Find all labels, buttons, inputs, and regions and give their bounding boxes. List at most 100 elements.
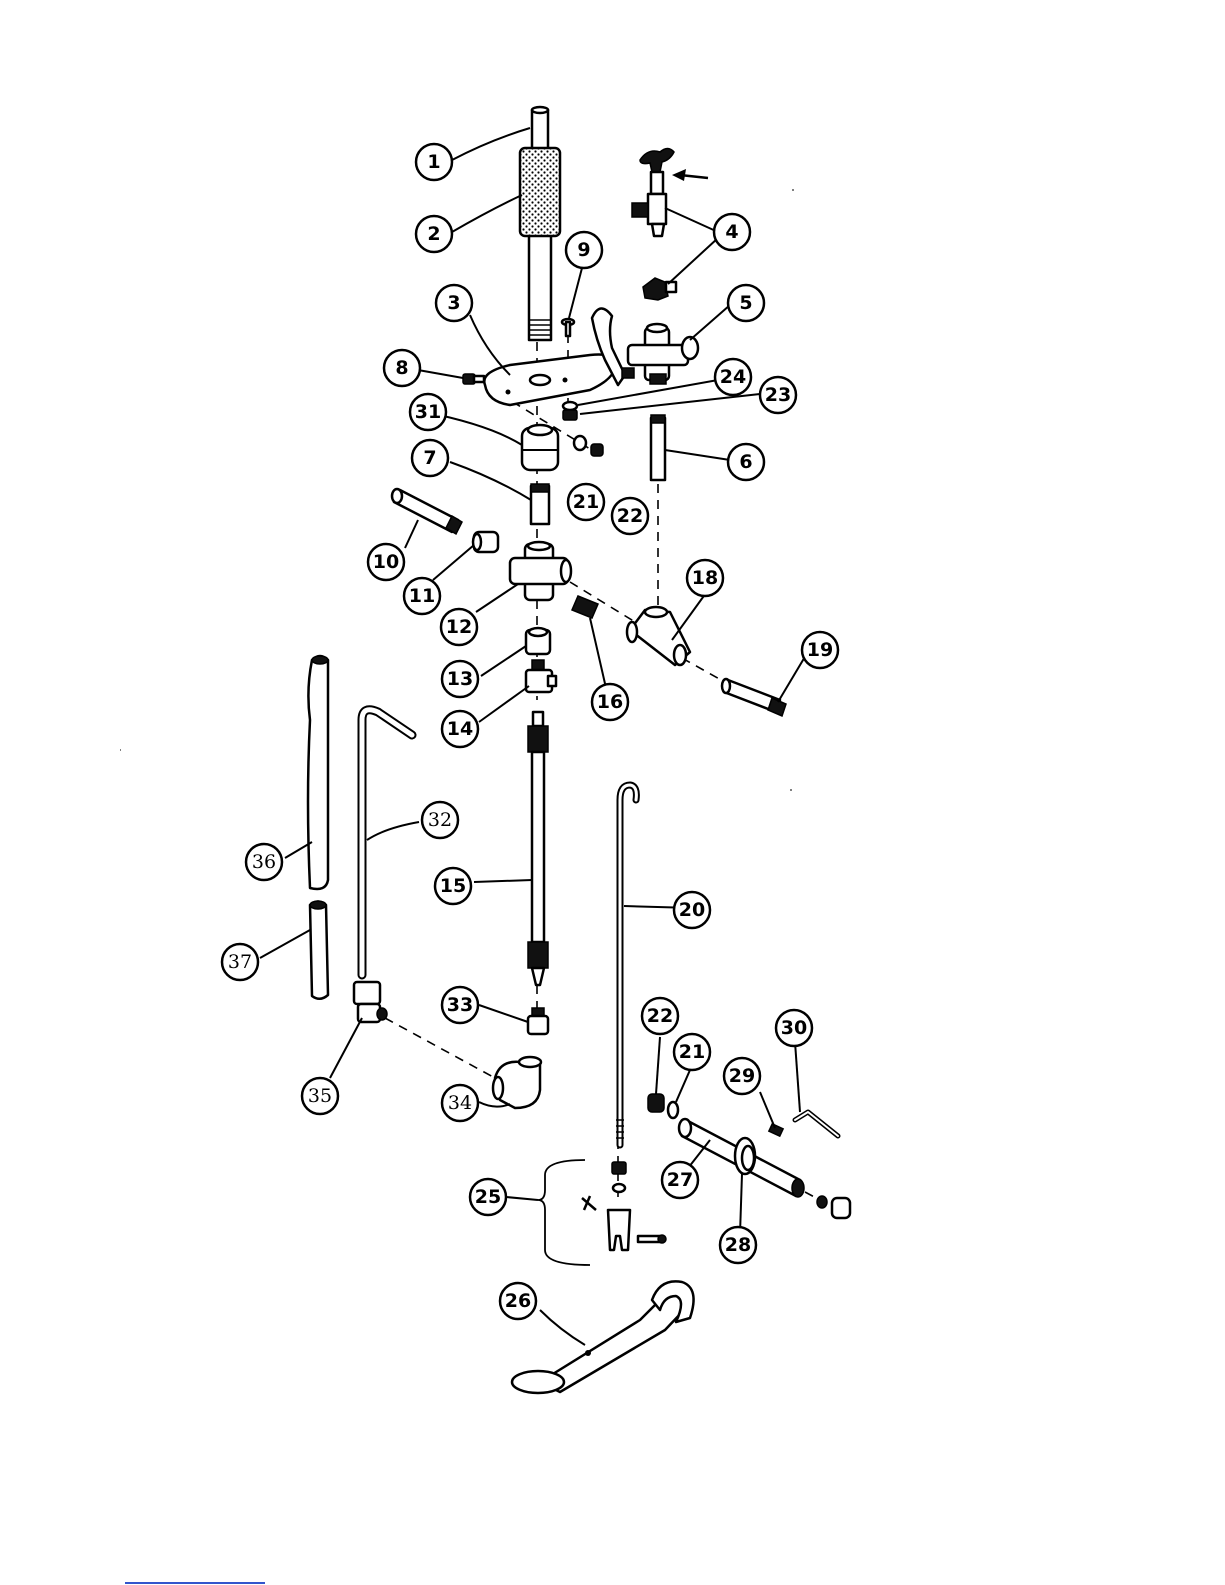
svg-text:33: 33 — [447, 994, 473, 1016]
svg-text:37: 37 — [228, 951, 252, 973]
callout-3: 3 — [436, 285, 472, 321]
callout-14: 14 — [442, 711, 478, 747]
callout-33: 33 — [442, 987, 478, 1023]
svg-text:28: 28 — [725, 1234, 751, 1256]
svg-text:32: 32 — [428, 809, 452, 831]
callout-25-leader — [506, 1197, 538, 1200]
callout-32: 32 — [422, 802, 458, 838]
svg-text:31: 31 — [415, 401, 441, 423]
tee-fitting-part-18 — [627, 607, 690, 665]
svg-text:21: 21 — [573, 491, 599, 513]
svg-text:3: 3 — [447, 292, 460, 314]
screw-part-9 — [562, 319, 574, 336]
svg-text:2: 2 — [427, 223, 440, 245]
washer-lower-right — [817, 1196, 827, 1208]
svg-text:1: 1 — [427, 151, 440, 173]
union-coupling-part-31 — [522, 425, 558, 470]
svg-text:14: 14 — [447, 718, 473, 740]
svg-text:24: 24 — [720, 366, 746, 388]
cross-fitting-part-12 — [510, 542, 571, 600]
callout-35: 35 — [302, 1078, 338, 1114]
callout-9: 9 — [566, 232, 602, 268]
svg-text:16: 16 — [597, 691, 623, 713]
svg-text:30: 30 — [781, 1017, 807, 1039]
svg-text:23: 23 — [765, 384, 791, 406]
bent-rod-part-32 — [362, 710, 412, 975]
svg-text:34: 34 — [448, 1092, 472, 1114]
callout-30: 30 — [776, 1010, 812, 1046]
callout-24: 24 — [715, 359, 751, 395]
assembly-axis-lines — [385, 318, 835, 1208]
svg-text:19: 19 — [807, 639, 833, 661]
callout-34: 34 — [442, 1085, 478, 1121]
svg-text:22: 22 — [647, 1005, 673, 1027]
svg-text:13: 13 — [447, 668, 473, 690]
washer-part-21-lower — [668, 1102, 678, 1118]
callout-29: 29 — [724, 1058, 760, 1094]
callout-19: 19 — [802, 632, 838, 668]
base-plate-part-3 — [484, 355, 615, 405]
bushing-part-13 — [526, 628, 550, 654]
callout-21-lower: 21 — [674, 1034, 710, 1070]
svg-text:9: 9 — [577, 239, 590, 261]
pipe-part-19 — [722, 679, 786, 716]
callout-25: 25 — [470, 1179, 506, 1215]
nut-part-23 — [563, 410, 577, 420]
set-screw-part-29 — [769, 1124, 783, 1136]
hex-key-part-30 — [795, 1112, 838, 1136]
callout-28: 28 — [720, 1227, 756, 1263]
pipe-nipple-part-16 — [572, 596, 598, 618]
nut-part-22-lower — [648, 1094, 664, 1112]
svg-text:7: 7 — [423, 447, 436, 469]
arrow-icon — [672, 169, 708, 181]
callout-27: 27 — [662, 1162, 698, 1198]
callout-23: 23 — [760, 377, 796, 413]
svg-text:12: 12 — [446, 616, 472, 638]
svg-text:15: 15 — [440, 875, 466, 897]
svg-text:20: 20 — [679, 899, 705, 921]
svg-text:26: 26 — [505, 1290, 531, 1312]
hose-part-37 — [310, 901, 328, 999]
sight-glass-tube-part-15 — [528, 712, 548, 985]
callout-22-lower: 22 — [642, 998, 678, 1034]
nut-lower-right — [832, 1198, 850, 1218]
foot-pedal-part-26 — [512, 1281, 694, 1393]
pipe-nipple-part-7 — [531, 484, 549, 524]
washer-part-21 — [574, 436, 586, 450]
svg-text:29: 29 — [729, 1065, 755, 1087]
callout-31: 31 — [410, 394, 446, 430]
svg-text:11: 11 — [409, 585, 435, 607]
callout-13: 13 — [442, 661, 478, 697]
long-rod-part-20 — [616, 785, 636, 1145]
callout-37: 37 — [222, 944, 258, 980]
nut-part-22 — [591, 444, 603, 456]
svg-text:5: 5 — [739, 292, 752, 314]
svg-text:4: 4 — [725, 221, 738, 243]
callout-7: 7 — [412, 440, 448, 476]
collar-part-28 — [735, 1138, 755, 1174]
callout-2: 2 — [416, 216, 452, 252]
callout-18: 18 — [687, 560, 723, 596]
callout-36: 36 — [246, 844, 282, 880]
adapter-part-14 — [526, 660, 556, 692]
svg-text:21: 21 — [679, 1041, 705, 1063]
svg-text:10: 10 — [373, 551, 399, 573]
hose-part-36 — [308, 656, 328, 889]
callout-16: 16 — [592, 684, 628, 720]
callout-11: 11 — [404, 578, 440, 614]
svg-text:35: 35 — [308, 1085, 332, 1107]
callout-12: 12 — [441, 609, 477, 645]
washer-part-24 — [563, 402, 577, 410]
clevis-assembly-part-25 — [538, 1160, 666, 1265]
pipe-nipple-part-6 — [651, 415, 665, 480]
callout-22-upper: 22 — [612, 498, 648, 534]
callout-21-upper: 21 — [568, 484, 604, 520]
svg-text:18: 18 — [692, 567, 718, 589]
bushing-part-11 — [473, 532, 498, 552]
screw-part-8 — [463, 374, 484, 384]
footer-link-underline — [125, 1582, 265, 1584]
callout-10: 10 — [368, 544, 404, 580]
svg-text:8: 8 — [395, 357, 408, 379]
stray-marks — [120, 190, 794, 790]
